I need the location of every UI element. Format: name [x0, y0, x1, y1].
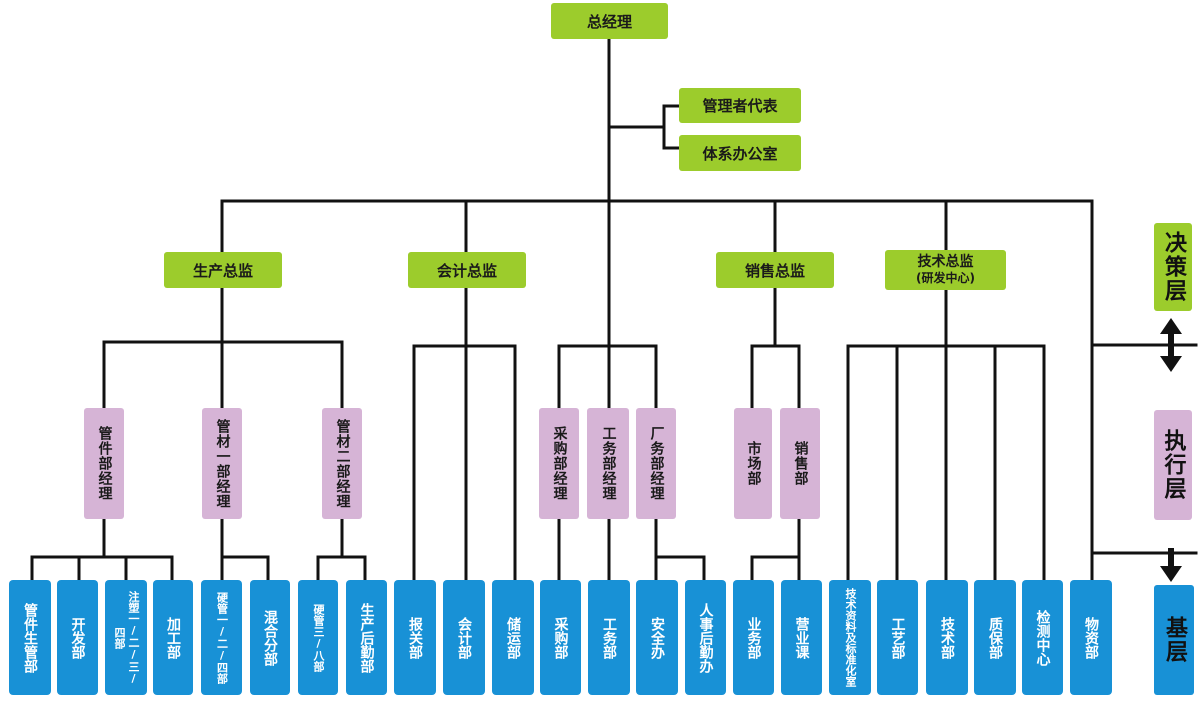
- production-director-box[interactable]: 生产总监: [164, 252, 282, 288]
- pipe-fittings-manager-box[interactable]: 管件部经理: [84, 408, 124, 519]
- dept-tech-docs-standardization[interactable]: 技术资料及标准化室: [829, 580, 871, 695]
- double-arrow-icon: [1160, 318, 1182, 372]
- dept-sales-section[interactable]: 营业课: [781, 580, 822, 695]
- dept-processing[interactable]: 加工部: [153, 580, 193, 695]
- dept-pipe-fittings-production[interactable]: 管件生管部: [9, 580, 51, 695]
- management-rep-box[interactable]: 管理者代表: [679, 88, 801, 123]
- factory-affairs-manager-box[interactable]: 厂务部经理: [636, 408, 676, 519]
- sales-director-box[interactable]: 销售总监: [716, 252, 834, 288]
- dept-testing-center[interactable]: 检测中心: [1022, 580, 1063, 695]
- dept-safety-office[interactable]: 安全办: [636, 580, 678, 695]
- dept-process-engineering[interactable]: 工艺部: [877, 580, 918, 695]
- dept-materials[interactable]: 物资部: [1070, 580, 1112, 695]
- dept-purchasing[interactable]: 采购部: [540, 580, 581, 695]
- dept-production-logistics[interactable]: 生产后勤部: [346, 580, 387, 695]
- system-office-box[interactable]: 体系办公室: [679, 135, 801, 171]
- dept-customs[interactable]: 报关部: [394, 580, 436, 695]
- dept-storage-transport[interactable]: 储运部: [492, 580, 534, 695]
- purchasing-manager-box[interactable]: 采购部经理: [539, 408, 579, 519]
- general-manager-box[interactable]: 总经理: [551, 3, 668, 39]
- dept-hr-logistics-office[interactable]: 人事后勤办: [685, 580, 726, 695]
- base-layer-label: 基层: [1154, 585, 1194, 695]
- dept-mixing-branch[interactable]: 混合分部: [250, 580, 290, 695]
- tech-director-box[interactable]: 技术总监 (研发中心): [885, 250, 1006, 290]
- decision-layer-label: 决策层: [1154, 223, 1192, 311]
- dept-technology[interactable]: 技术部: [926, 580, 968, 695]
- dept-development[interactable]: 开发部: [57, 580, 98, 695]
- dept-rigid-pipe-3-8[interactable]: 硬管三/八部: [298, 580, 338, 695]
- sales-dept-box[interactable]: 销售部: [780, 408, 820, 519]
- dept-engineering[interactable]: 工务部: [588, 580, 630, 695]
- pipe-material-2-manager-box[interactable]: 管材二部经理: [322, 408, 362, 519]
- engineering-manager-box[interactable]: 工务部经理: [587, 408, 629, 519]
- tech-director-subtitle: (研发中心): [916, 271, 975, 285]
- dept-injection-molding[interactable]: 注塑一/二/三/四部: [105, 580, 147, 695]
- pipe-material-1-manager-box[interactable]: 管材一部经理: [202, 408, 242, 519]
- accounting-director-box[interactable]: 会计总监: [408, 252, 526, 288]
- dept-business[interactable]: 业务部: [733, 580, 774, 695]
- dept-accounting[interactable]: 会计部: [443, 580, 485, 695]
- market-dept-box[interactable]: 市场部: [734, 408, 772, 519]
- dept-rigid-pipe-1-2-4[interactable]: 硬管一/二/四部: [201, 580, 242, 695]
- dept-quality-assurance[interactable]: 质保部: [974, 580, 1016, 695]
- down-arrow-icon: [1160, 548, 1182, 582]
- tech-director-title: 技术总监: [917, 254, 974, 270]
- execution-layer-label: 执行层: [1154, 410, 1192, 520]
